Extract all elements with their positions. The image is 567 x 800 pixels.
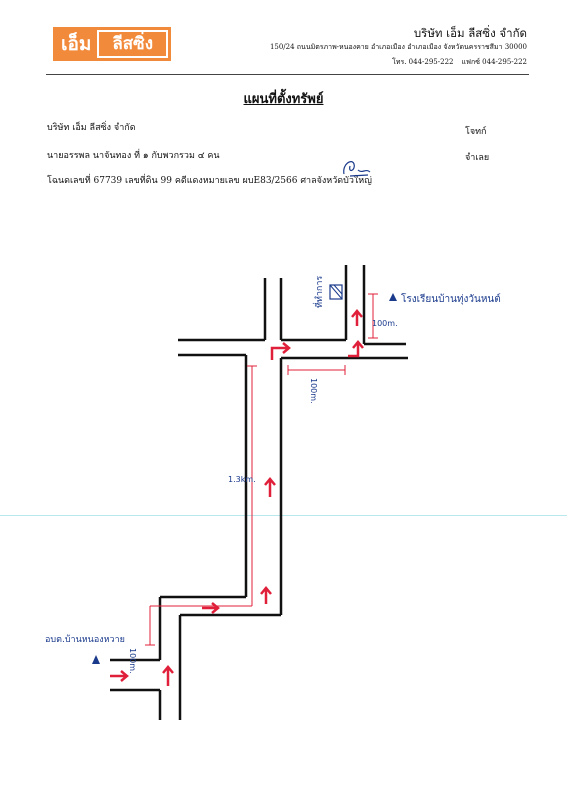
- company-address: 150/24 ถนนมิตรภาพ-หนองคาย อำเภอเมือง อำเ…: [269, 43, 527, 51]
- distance-bottom: 100m.: [128, 648, 137, 674]
- distance-top-mid: 100m.: [309, 378, 318, 404]
- logo-text-2: ลีสซิ่ง: [97, 30, 168, 58]
- company-name: บริษัท เอ็ม ลีสซิ่ง จำกัด: [413, 26, 527, 40]
- village-label: ที่ทำการ: [312, 276, 325, 308]
- scan-artifact-line: [0, 515, 567, 516]
- header-divider: [46, 74, 529, 75]
- start-label: อบต.บ้านหนองหวาย: [45, 634, 125, 645]
- company-contact: โทร. 044-295-222 แฟกซ์ 044-295-222: [392, 57, 527, 68]
- school-label: โรงเรียนบ้านทุ่งวันหนต์: [401, 292, 501, 305]
- company-logo: เอ็ม ลีสซิ่ง: [53, 27, 171, 61]
- village-office-icon: [329, 284, 343, 300]
- distance-top-right: 100m.: [372, 319, 398, 328]
- deed-details: โฉนดเลขที่ 67739 เลขที่ดิน 99 คดีแดงหมาย…: [47, 176, 372, 186]
- phone-text: โทร. 044-295-222: [392, 58, 454, 66]
- fax-text: แฟกซ์ 044-295-222: [461, 58, 528, 66]
- school-marker-icon: [389, 293, 397, 301]
- document-title: แผนที่ตั้งทรัพย์: [243, 92, 324, 107]
- distance-markers: [145, 293, 378, 646]
- road-lines: [110, 265, 408, 720]
- defendant-name: นายอรรพล นาจันทอง ที่ ๑ กับพวกรวม ๔ คน: [47, 151, 220, 161]
- start-marker-icon: [92, 655, 100, 664]
- logo-text-1: เอ็ม: [61, 33, 92, 55]
- signature: [343, 161, 371, 177]
- plaintiff-label: โจทก์: [465, 127, 487, 137]
- route-arrows: [110, 309, 364, 686]
- distance-main: 1.3km.: [228, 475, 256, 484]
- route-line: [149, 294, 374, 645]
- defendant-label: จำเลย: [465, 153, 490, 163]
- plaintiff-name: บริษัท เอ็ม ลีสซิ่ง จำกัด: [47, 123, 136, 133]
